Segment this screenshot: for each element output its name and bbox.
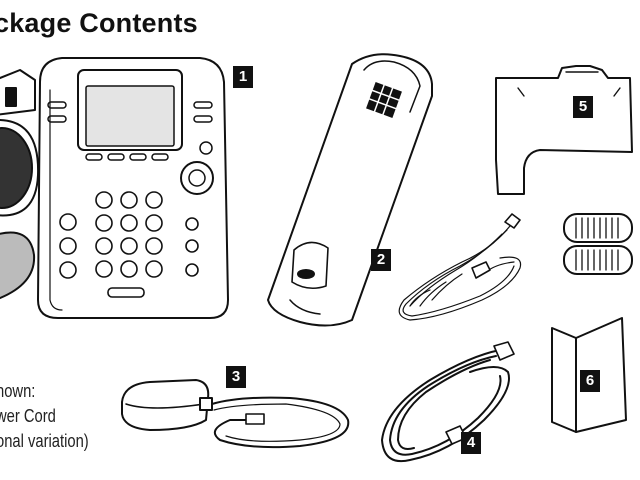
- quick-start-guide-icon: [551, 317, 627, 433]
- handset-icon: [267, 53, 433, 327]
- stand-icon: [495, 65, 633, 195]
- desk-phone-icon: [0, 57, 229, 319]
- batteries-icon: [563, 213, 633, 275]
- coiled-cord-icon: [398, 213, 522, 321]
- ethernet-cable-icon: [381, 341, 515, 462]
- item-2-badge: 2: [371, 249, 391, 271]
- note-line-3: onal variation): [0, 431, 89, 451]
- item-4-badge: 4: [461, 432, 481, 454]
- note-line-1: hown:: [0, 381, 36, 401]
- item-5-badge: 5: [573, 96, 593, 118]
- page-title: ckage Contents: [0, 8, 198, 38]
- item-3-badge: 3: [226, 366, 246, 388]
- item-1-badge: 1: [233, 66, 253, 88]
- power-adapter-icon: [121, 379, 350, 449]
- item-6-badge: 6: [580, 370, 600, 392]
- note-line-2: wer Cord: [0, 406, 56, 426]
